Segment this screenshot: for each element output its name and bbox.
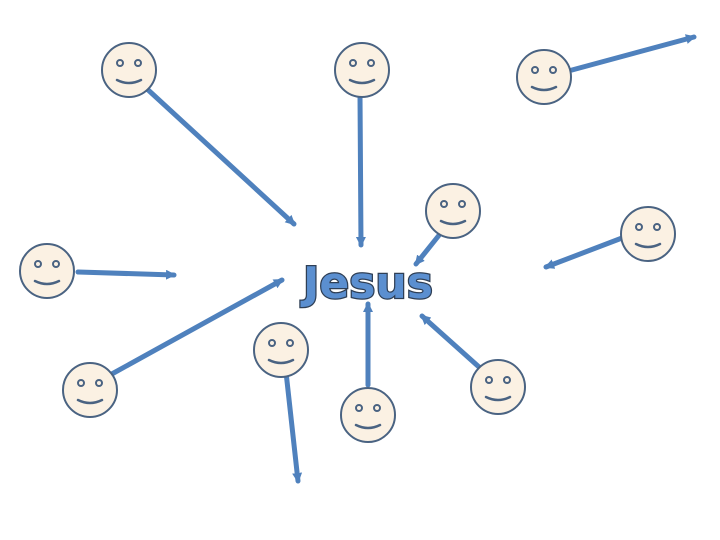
smiley-face-icon (101, 42, 157, 98)
arrow-top-right (569, 34, 697, 73)
faces-layer (19, 42, 676, 443)
smiley-face-icon (340, 387, 396, 443)
smiley-face-icon (620, 206, 676, 262)
arrow-lower-left (283, 369, 303, 484)
arrow-inner-right (413, 231, 443, 267)
smiley-face-icon (516, 49, 572, 105)
smiley-face-icon (62, 362, 118, 418)
smiley-face-icon (334, 42, 390, 98)
smiley-face-icon (19, 243, 75, 299)
arrow-right (543, 235, 625, 270)
center-label: Jesus (300, 258, 433, 309)
smiley-face-icon (253, 322, 309, 378)
arrows-layer (75, 34, 697, 484)
smiley-face-icon (470, 359, 526, 415)
arrow-top-left (143, 85, 297, 227)
arrow-top-center (355, 92, 366, 248)
arrow-left (75, 269, 177, 280)
arrow-bottom-right (419, 313, 482, 370)
arrow-bottom-left (107, 277, 285, 378)
smiley-face-icon (425, 183, 481, 239)
